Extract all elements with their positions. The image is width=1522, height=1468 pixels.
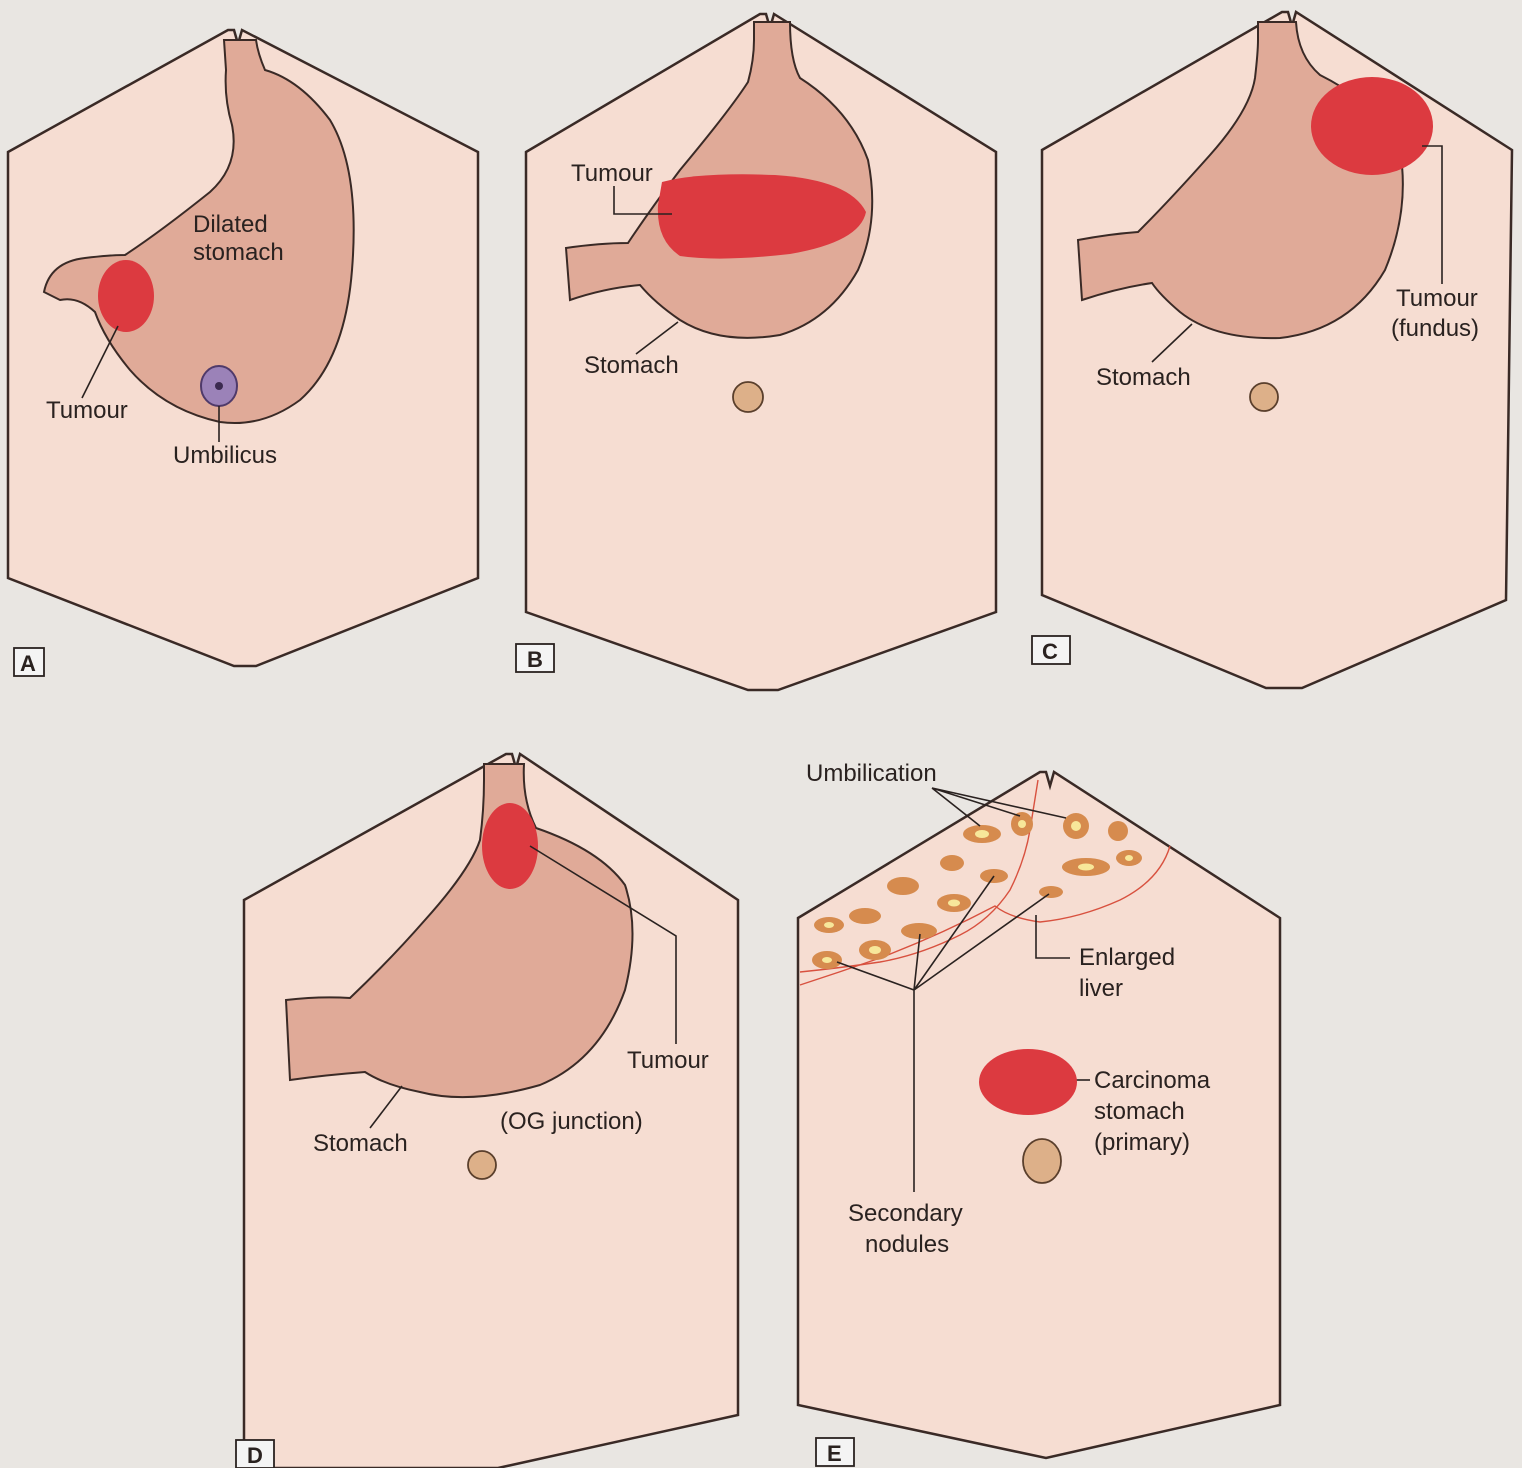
panel-c: Tumour (fundus) Stomach C — [1032, 12, 1512, 688]
nodule-umbilication — [948, 900, 960, 907]
nodule-umbilication — [1125, 855, 1133, 861]
panel-a-dilated-label: Dilated — [193, 211, 268, 238]
panel-a-tumour — [98, 260, 154, 332]
panel-a-umbilicus-center — [215, 382, 223, 390]
nodule-umbilication — [1018, 820, 1026, 828]
panel-a-stomach-label: stomach — [193, 239, 284, 266]
panel-d-og-label: (OG junction) — [500, 1108, 643, 1135]
panel-b-letter: B — [527, 647, 543, 672]
panel-e-stomach-label: stomach — [1094, 1098, 1185, 1125]
panel-a-tumour-label: Tumour — [46, 397, 128, 424]
panel-c-tumour — [1311, 77, 1433, 175]
panel-d-stomach-label: Stomach — [313, 1130, 408, 1157]
panel-c-tumour-label: Tumour — [1396, 285, 1478, 312]
panel-e-primary-label: (primary) — [1094, 1129, 1190, 1156]
panel-e-torso — [798, 772, 1280, 1458]
secondary-nodule — [1108, 821, 1128, 841]
panel-b: Tumour Stomach B — [516, 14, 996, 690]
panel-b-umbilicus — [733, 382, 763, 412]
panel-d-umbilicus — [468, 1151, 496, 1179]
panel-b-stomach-label: Stomach — [584, 352, 679, 379]
panel-a-umbilicus-label: Umbilicus — [173, 442, 277, 469]
panel-e-umbilicus — [1023, 1139, 1061, 1183]
panel-c-stomach-label: Stomach — [1096, 364, 1191, 391]
nodule-umbilication — [869, 946, 881, 954]
panel-d: Tumour (OG junction) Stomach D — [236, 754, 738, 1468]
secondary-nodule — [940, 855, 964, 871]
panel-c-umbilicus — [1250, 383, 1278, 411]
secondary-nodule — [1039, 886, 1063, 898]
secondary-nodule — [887, 877, 919, 895]
nodule-umbilication — [824, 922, 834, 928]
panel-c-letter: C — [1042, 639, 1058, 664]
nodule-umbilication — [975, 830, 989, 838]
panel-e-umbilication-label: Umbilication — [806, 760, 937, 787]
nodule-umbilication — [1078, 864, 1094, 871]
panel-b-tumour-label: Tumour — [571, 160, 653, 187]
panel-e-liver-label: liver — [1079, 975, 1123, 1002]
panel-c-fundus-label: (fundus) — [1391, 315, 1479, 342]
panel-e-secondary-label: Secondary — [848, 1200, 963, 1227]
panel-e-enlarged-label: Enlarged — [1079, 944, 1175, 971]
panel-d-tumour — [482, 803, 538, 889]
panel-e-letter: E — [827, 1441, 842, 1466]
panel-a: Dilated stomach Tumour Umbilicus A — [8, 30, 478, 676]
panel-e-primary-tumour — [979, 1049, 1077, 1115]
nodule-umbilication — [822, 957, 832, 963]
panel-a-letter: A — [20, 651, 36, 676]
nodule-umbilication — [1071, 821, 1081, 831]
panel-d-letter: D — [247, 1443, 263, 1468]
panel-e-carcinoma-label: Carcinoma — [1094, 1067, 1211, 1094]
panel-d-tumour-label: Tumour — [627, 1047, 709, 1074]
panel-e-nodules-label: nodules — [865, 1231, 949, 1258]
secondary-nodule — [849, 908, 881, 924]
panel-e: Umbilication Enlarged liver Carcinoma st… — [798, 760, 1280, 1466]
